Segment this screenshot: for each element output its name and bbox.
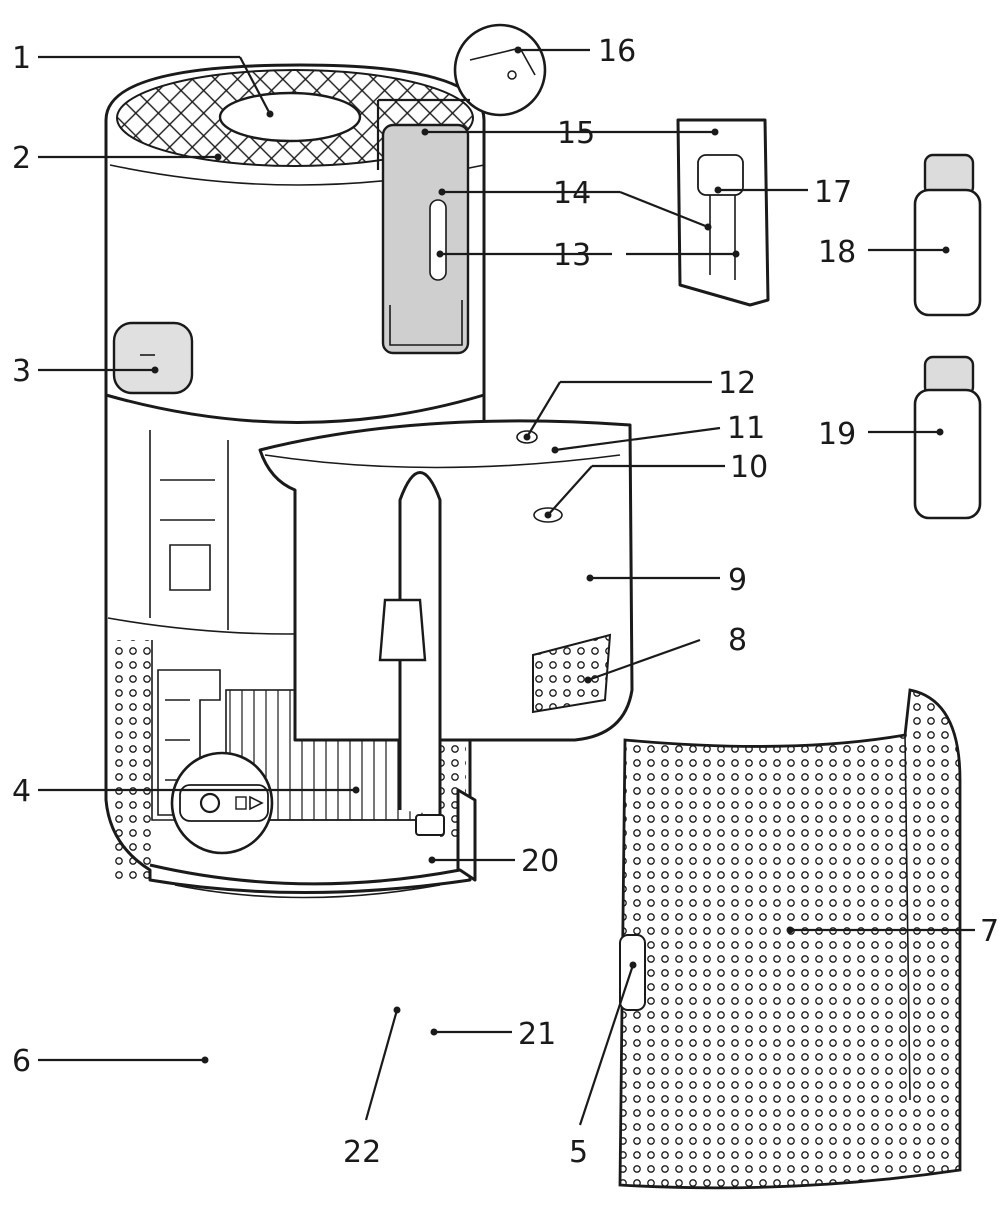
callout-2: 2 (12, 141, 31, 176)
perforated-cover (618, 688, 962, 1190)
callout-17: 17 (814, 175, 852, 210)
power-cord (378, 471, 445, 836)
callout-18: 18 (818, 235, 856, 270)
callout-3: 3 (12, 354, 31, 389)
leader-lines (38, 46, 975, 1126)
callout-21: 21 (518, 1017, 556, 1052)
zoom-detail-16 (453, 23, 547, 117)
callout-20: 20 (521, 844, 559, 879)
tank-cutaway (676, 118, 770, 307)
water-tank (381, 123, 470, 355)
front-module (258, 419, 634, 742)
callout-13: 13 (553, 238, 591, 273)
power-plug (378, 598, 427, 662)
callout-12: 12 (718, 366, 756, 401)
callout-16: 16 (598, 34, 636, 69)
callout-6: 6 (12, 1044, 31, 1079)
callout-numbers: 1 2 3 4 5 6 7 8 9 10 11 12 13 14 15 16 1… (12, 34, 999, 1170)
zoom-detail-6 (170, 751, 274, 855)
top-centre-disc (218, 91, 362, 143)
callout-22: 22 (343, 1135, 381, 1170)
bottle-19 (913, 355, 982, 520)
bottle-18 (913, 153, 982, 317)
callout-10: 10 (730, 450, 768, 485)
callout-19: 19 (818, 417, 856, 452)
callout-9: 9 (728, 563, 747, 598)
callout-11: 11 (727, 411, 765, 446)
callout-14: 14 (553, 176, 591, 211)
callout-1: 1 (12, 41, 31, 76)
callout-15: 15 (557, 116, 595, 151)
grille-patch (532, 633, 612, 714)
callout-4: 4 (12, 774, 31, 809)
side-control-button (112, 321, 194, 395)
cover-handle (619, 934, 646, 1011)
callout-7: 7 (980, 914, 999, 949)
callout-5: 5 (569, 1135, 588, 1170)
callout-8: 8 (728, 623, 747, 658)
